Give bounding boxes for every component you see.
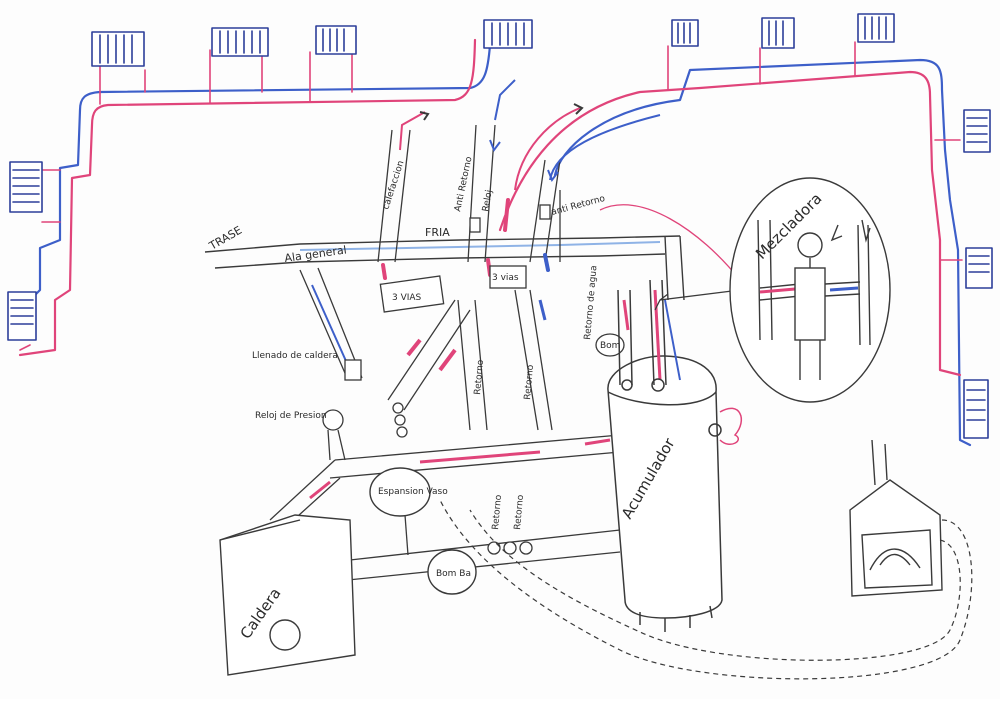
- pressure-gauge: [322, 409, 344, 431]
- fill-valve: [344, 359, 362, 381]
- dashed-lines: [439, 499, 973, 680]
- three-way-valve-a: [379, 275, 445, 313]
- left-radiator-drops: [19, 49, 353, 351]
- three-way-valve-b: [489, 265, 527, 289]
- radiator-icon: [671, 19, 699, 47]
- label-calefaccion: calefaccion: [381, 160, 406, 211]
- label-bomba: Bom Ba: [436, 569, 471, 579]
- radiator-icon: [91, 31, 145, 67]
- expansion-vessel: [369, 467, 431, 556]
- label-retorno-1: Retorno: [473, 359, 486, 395]
- right-radiators: [671, 13, 993, 439]
- radiator-icon: [9, 161, 43, 213]
- label-fria: FRIA: [425, 226, 450, 239]
- right-radiator-drops: [667, 41, 963, 261]
- label-reloj: Reloj: [481, 189, 495, 212]
- diagonal-pipes: [299, 267, 553, 431]
- mixer-arrow: [599, 204, 741, 311]
- general-cold-pipe: [204, 235, 685, 301]
- radiator-icon: [315, 25, 357, 55]
- valves: [322, 204, 551, 555]
- label-retorno-4: Retorno: [513, 494, 526, 530]
- label-antiretorno-b: anti Retorno: [550, 194, 606, 218]
- left-radiators: [7, 19, 533, 341]
- radiator-icon: [963, 109, 991, 153]
- label-bomba-small: Bom: [600, 341, 620, 351]
- left-flow-pipe-red: [18, 38, 477, 357]
- pump: [427, 549, 477, 595]
- riser-pipes: [377, 124, 561, 263]
- label-3vias-a: 3 VIAS: [392, 293, 422, 303]
- radiator-icon: [483, 19, 533, 49]
- label-retorno-2: Retorno: [523, 364, 536, 400]
- label-retorno-agua: Retorno de agua: [583, 265, 599, 340]
- right-flow-pipe-red: [498, 70, 962, 377]
- label-llenado: Llenado de caldera: [252, 351, 338, 361]
- radiator-icon: [7, 291, 37, 341]
- radiator-icon: [965, 247, 993, 289]
- antiretorno-valve-a: [469, 217, 481, 233]
- radiator-icon: [963, 379, 989, 439]
- radiator-icon: [211, 27, 269, 57]
- left-return-pipe-blue: [28, 43, 492, 302]
- right-return-pipe-blue: [553, 58, 972, 447]
- antiretorno-valve-b: [539, 204, 551, 220]
- label-3vias-b: 3 vias: [492, 273, 519, 283]
- left-heating-loop: [7, 19, 533, 357]
- label-reloj-presion: Reloj de Presion: [255, 411, 327, 421]
- radiator-icon: [761, 17, 795, 49]
- label-retorno-3: Retorno: [491, 494, 504, 530]
- mixer-detail: [729, 177, 891, 403]
- boiler: [219, 514, 356, 676]
- right-heating-loop: [498, 13, 993, 447]
- label-expansion: Espansion Vaso: [378, 487, 448, 497]
- radiator-icon: [857, 13, 895, 43]
- riser-arrows: [399, 79, 661, 191]
- accumulator-tank: [607, 279, 743, 632]
- small-pump: [595, 333, 625, 357]
- fireplace: [849, 439, 943, 597]
